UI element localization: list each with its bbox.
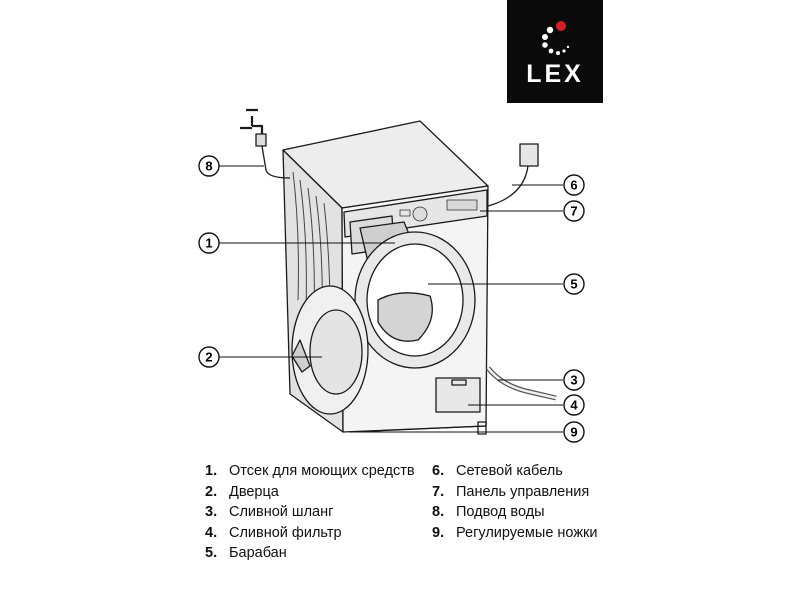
svg-text:5: 5 xyxy=(570,277,577,292)
svg-text:3: 3 xyxy=(570,373,577,388)
legend-item: 8. Подвод воды xyxy=(432,502,597,523)
legend-number: 8. xyxy=(432,504,445,520)
svg-text:9: 9 xyxy=(570,425,577,440)
legend-number: 9. xyxy=(432,524,445,541)
legend-number: 6. xyxy=(432,463,445,479)
legend-item: 7. Панель управления xyxy=(432,482,597,503)
legend-label: Дверца xyxy=(229,483,279,500)
legend-number: 5. xyxy=(205,545,218,561)
svg-text:2: 2 xyxy=(205,350,212,365)
callout-6: 6 xyxy=(563,174,585,196)
callout-2: 2 xyxy=(198,346,220,368)
water-tap xyxy=(240,108,264,134)
legend-item: 5. Барабан xyxy=(205,543,415,564)
legend-item: 4. Сливной фильтр xyxy=(205,523,415,544)
panel-buttons xyxy=(399,199,478,222)
legend-item: 1. Отсек для моющих средств xyxy=(205,461,415,482)
callout-4: 4 xyxy=(563,394,585,416)
legend-number: 3. xyxy=(205,504,218,520)
legend-number: 2. xyxy=(205,483,218,500)
legend-item: 2. Дверца xyxy=(205,482,415,503)
legend-label: Отсек для моющих средств xyxy=(229,463,415,479)
legend-label: Подвод воды xyxy=(456,504,545,520)
legend-number: 7. xyxy=(432,483,445,500)
legend-item: 9. Регулируемые ножки xyxy=(432,523,597,544)
power-cable xyxy=(487,165,529,207)
washing-machine-illustration xyxy=(240,108,557,435)
svg-text:1: 1 xyxy=(205,236,212,251)
callout-5: 5 xyxy=(563,273,585,295)
inlet-hose xyxy=(261,145,291,179)
legend-label: Сетевой кабель xyxy=(456,463,563,479)
drum-interior xyxy=(377,292,433,342)
leader-lines xyxy=(219,165,563,433)
svg-text:4: 4 xyxy=(570,398,578,413)
svg-text:7: 7 xyxy=(570,204,577,219)
callout-8: 8 xyxy=(198,155,220,177)
machine-feet xyxy=(349,425,487,433)
legend-number: 4. xyxy=(205,524,218,541)
power-outlet xyxy=(519,143,539,167)
filter-hatch xyxy=(435,377,481,413)
legend-number: 1. xyxy=(205,463,218,479)
legend-item: 3. Сливной шланг xyxy=(205,502,415,523)
callout-3: 3 xyxy=(563,369,585,391)
legend-column-2: 6. Сетевой кабель 7. Панель управления 8. П… xyxy=(432,461,597,543)
logo-text: LEX xyxy=(526,60,584,88)
callout-7: 7 xyxy=(563,200,585,222)
lex-logo: LEX xyxy=(507,0,603,103)
legend-label: Сливной фильтр xyxy=(229,524,342,541)
legend-label: Сливной шланг xyxy=(229,504,334,520)
legend-column-1: 1. Отсек для моющих средств 2. Дверца 3. Сл… xyxy=(205,461,415,564)
legend-item: 6. Сетевой кабель xyxy=(432,461,597,482)
legend-label: Регулируемые ножки xyxy=(456,524,598,541)
legend-label: Панель управления xyxy=(456,483,590,500)
callout-1: 1 xyxy=(198,232,220,254)
svg-text:6: 6 xyxy=(570,178,577,193)
drain-hose xyxy=(486,366,557,401)
svg-text:8: 8 xyxy=(205,159,212,174)
callout-circles: 1 2 3 4 5 6 7 8 9 xyxy=(198,155,585,443)
callout-9: 9 xyxy=(563,421,585,443)
legend-label: Барабан xyxy=(229,545,287,561)
logo-dots-icon xyxy=(542,21,570,55)
